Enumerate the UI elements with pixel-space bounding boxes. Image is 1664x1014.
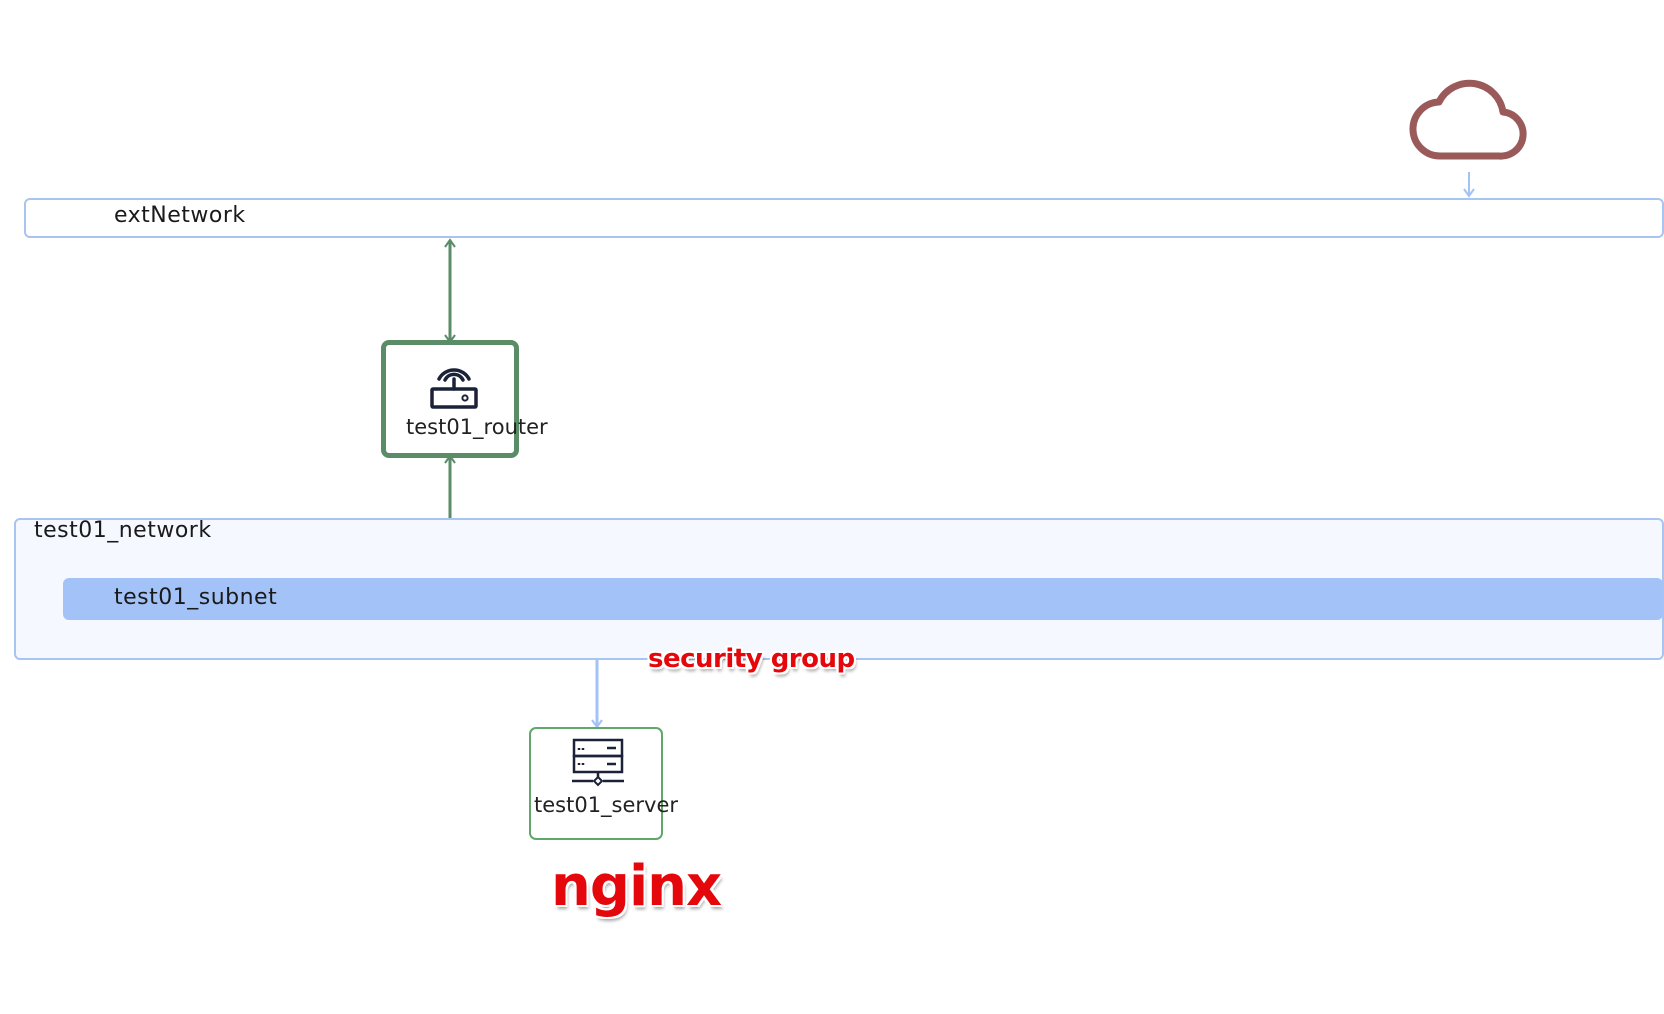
ext-network-label: extNetwork <box>114 203 246 228</box>
router-label: test01_router <box>406 415 548 439</box>
server-icon <box>571 738 624 787</box>
router-node[interactable]: test01_router <box>381 340 548 458</box>
security-group-annotation: security group <box>648 644 855 674</box>
connector-extnetwork-router[interactable] <box>444 238 456 344</box>
server-label: test01_server <box>534 793 679 817</box>
connector-internet-extnetwork[interactable] <box>1463 172 1475 198</box>
nginx-annotation: nginx <box>551 854 722 919</box>
internal-network-label: test01_network <box>34 518 212 543</box>
server-node[interactable]: test01_server <box>529 727 679 840</box>
router-icon <box>430 368 478 409</box>
cloud-icon[interactable] <box>1409 74 1527 164</box>
subnet-bar[interactable] <box>63 578 1663 620</box>
ext-network-bar[interactable] <box>24 198 1664 238</box>
subnet-label: test01_subnet <box>114 585 278 610</box>
